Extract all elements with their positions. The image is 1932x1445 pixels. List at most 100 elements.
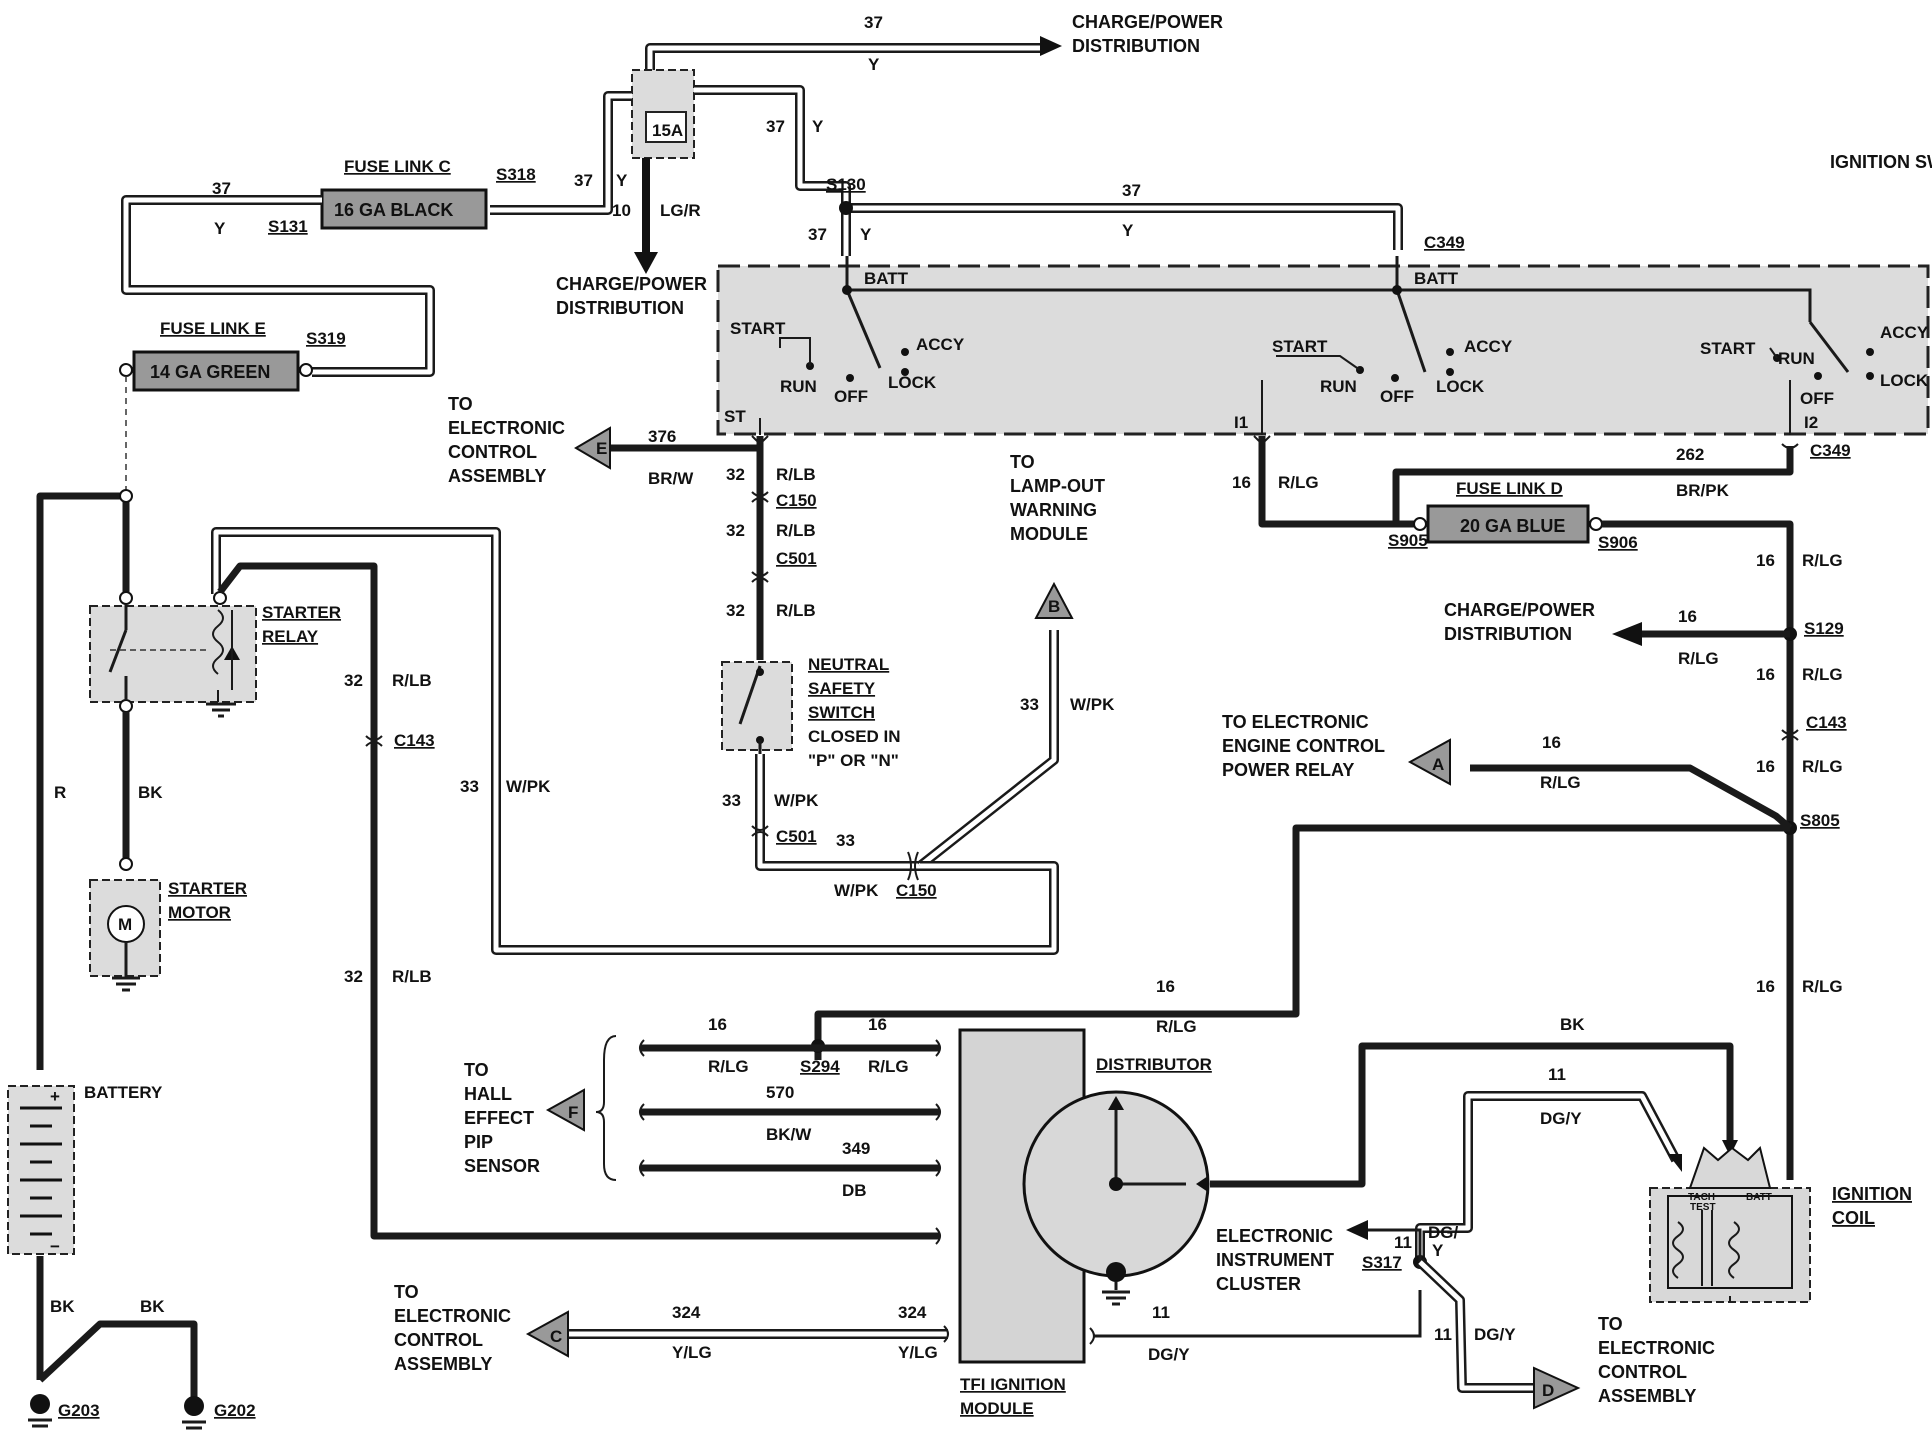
wire-rlb-relay: R/LB [392,671,432,690]
wire-11-eca: 11 [1434,1325,1452,1344]
switch-batt-label-1: BATT [864,269,909,288]
connector-s131: S131 [268,217,308,236]
wire-32-relay: 32 [344,671,363,690]
wire-rlb-b: R/LB [776,521,816,540]
wire-ylg-left: Y/LG [672,1343,712,1362]
wire-bk-g202: BK [140,1297,165,1316]
wire-37-fuse-right: 37 [766,117,785,136]
wire-16-hall-right: 16 [868,1015,887,1034]
switch-i1-label: I1 [1234,413,1248,432]
wire-rlg-s129: R/LG [1678,649,1719,668]
wire-bk-g203: BK [50,1297,75,1316]
fuse-link-e-label: FUSE LINK E [160,319,266,338]
wire-bkw: BK/W [766,1125,812,1144]
connector-c150-b: C150 [896,881,937,900]
wire-bk-coil: BK [1560,1015,1585,1034]
wire-dgy-tfi: DG/Y [1148,1345,1190,1364]
wire-rlg-mid: R/LG [1156,1017,1197,1036]
fuse-15a-label: 15A [652,121,683,140]
switch-accy-label-2: ACCY [1464,337,1513,356]
flag-c: C [550,1327,562,1346]
wire-dg-s317: DG/ [1428,1223,1459,1242]
wire-dgy-coil: DG/Y [1540,1109,1582,1128]
wire-324-left: 324 [672,1303,701,1322]
connector-c501-a: C501 [776,549,817,568]
connector-s905: S905 [1388,531,1428,550]
wire-rlb-c: R/LB [776,601,816,620]
wire-16-s129: 16 [1678,607,1697,626]
flag-d: D [1542,1381,1554,1400]
tfi-distributor: F D C [525,1028,1738,1410]
flag-e: E [596,439,607,458]
connector-c143-right: C143 [1806,713,1847,732]
ignition-switch-title: IGNITION SWITCH [1830,152,1932,172]
wire-37-top: 37 [864,13,883,32]
wire-db: DB [842,1181,867,1200]
flag-a: A [1432,755,1444,774]
ground-g202: G202 [214,1401,256,1420]
switch-off-label-3: OFF [1800,389,1834,408]
switch-lock-label-3: LOCK [1880,371,1929,390]
wire-rlg-c143: R/LG [1802,665,1843,684]
connector-s129: S129 [1804,619,1844,638]
ignition-switch-box: BATT BATT START START START RUN RUN RUN … [716,256,1930,436]
wire-y-fuse-left: Y [616,171,628,190]
circuit-32-376: E B [211,426,1074,955]
wire-y-switch-top: Y [1122,221,1134,240]
wire-32-a: 32 [726,465,745,484]
connector-s317: S317 [1362,1253,1402,1272]
wire-rlg-eec: R/LG [1540,773,1581,792]
connector-s318: S318 [496,165,536,184]
svg-text:−: − [50,1237,60,1256]
circuit-16-262: 20 GA BLUE A [811,435,1799,1180]
wire-y-s130: Y [860,225,872,244]
distributor-title: DISTRIBUTOR [1096,1055,1212,1074]
fuse-link-c-label: FUSE LINK C [344,157,451,176]
wire-37-fuse-c: 37 [212,179,231,198]
connector-s130: S130 [826,175,866,194]
wire-wpk-nss: W/PK [774,791,819,810]
switch-accy-label-3: ACCY [1880,323,1929,342]
wire-y-fuse-c: Y [214,219,226,238]
wire-16-s805: 16 [1756,757,1775,776]
connector-s906: S906 [1598,533,1638,552]
wire-11-tfi: 11 [1152,1303,1170,1322]
wire-33-loop: 33 [460,777,479,796]
wire-r: R [54,783,66,802]
connector-c150-a: C150 [776,491,817,510]
connector-c349-bottom: C349 [1810,441,1851,460]
wire-32-c: 32 [726,601,745,620]
wire-37-fuse-left: 37 [574,171,593,190]
wire-570: 570 [766,1083,794,1102]
ground-g203: G203 [58,1401,100,1420]
wire-y-s317: Y [1432,1241,1444,1260]
wire-349: 349 [842,1139,870,1158]
wire-16-i1: 16 [1232,473,1251,492]
motor-symbol: M [118,915,132,934]
wire-16-mid: 16 [1156,977,1175,996]
switch-start-label-2: START [1272,337,1328,356]
wire-brw: BR/W [648,469,694,488]
battery-title: BATTERY [84,1083,163,1102]
flag-f: F [568,1103,578,1122]
wire-rlg-hall-left: R/LG [708,1057,749,1076]
switch-st-label: ST [724,407,746,426]
wire-y-fuse-right: Y [812,117,824,136]
switch-start-label-1: START [730,319,786,338]
flag-b: B [1048,597,1060,616]
wire-11-s317: 11 [1394,1233,1412,1252]
switch-accy-label-1: ACCY [916,335,965,354]
wire-rlb-lower: R/LB [392,967,432,986]
connector-s294: S294 [800,1057,840,1076]
coil-batt-label: BATT [1746,1192,1772,1203]
